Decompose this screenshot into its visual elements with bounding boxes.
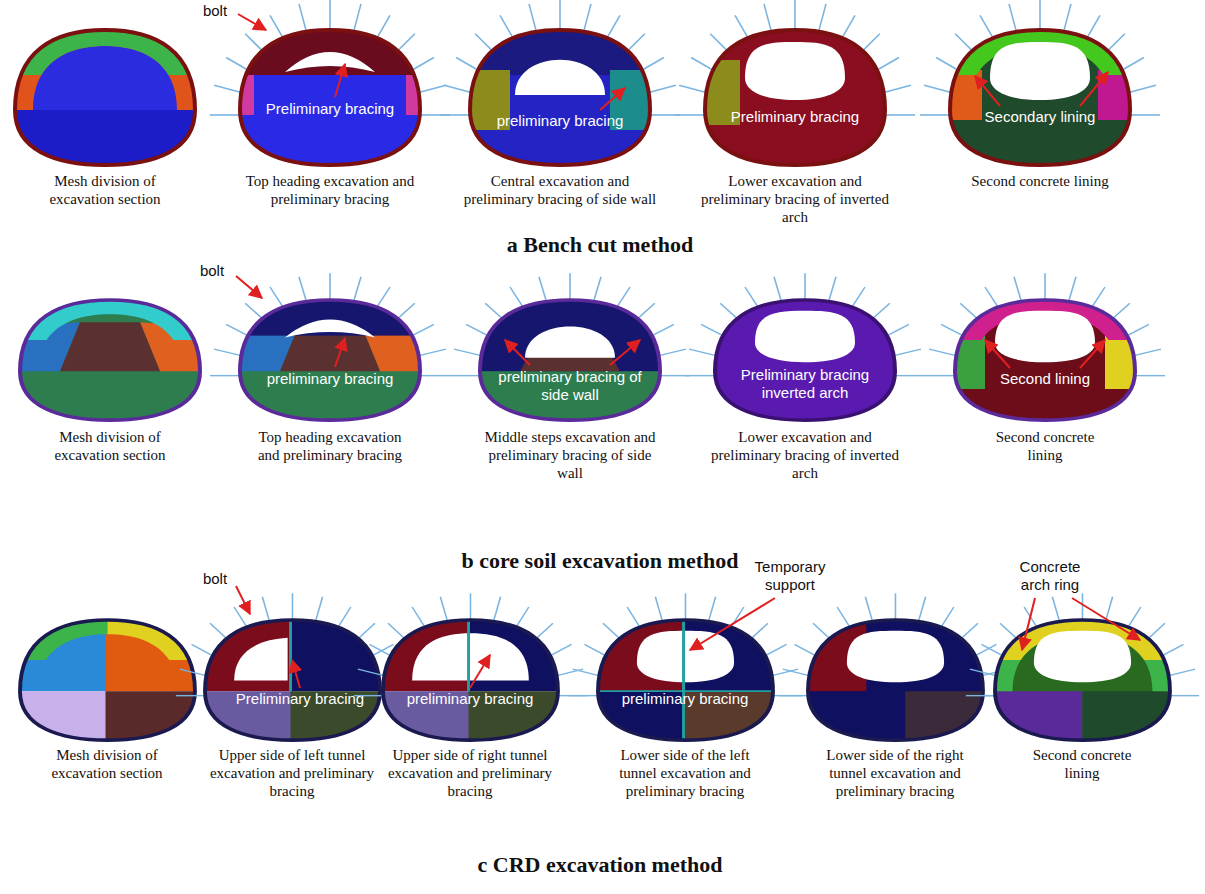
- callout-label: bolt: [185, 2, 245, 20]
- panel-caption: Second concrete lining: [1022, 746, 1142, 782]
- tunnel-panel: [675, 0, 915, 170]
- callout-label: bolt: [185, 570, 245, 588]
- tunnel-panel: [925, 273, 1165, 424]
- tunnel-panel: [440, 0, 680, 170]
- section-title: c CRD excavation method: [400, 852, 800, 878]
- panel-caption: Mesh division of excavation section: [32, 746, 182, 782]
- panel-caption: Lower excavation and preliminary bracing…: [700, 172, 890, 226]
- callout-label: preliminary bracing of side wall: [498, 368, 643, 404]
- callout-label: Second lining: [955, 370, 1135, 388]
- tunnel-panel: [685, 273, 925, 424]
- tunnel-panel: [15, 30, 195, 170]
- callout-label: preliminary bracing: [240, 370, 420, 388]
- callout-label: Concrete arch ring: [1005, 558, 1095, 594]
- tunnel-panel: [176, 593, 409, 744]
- panel-caption: Lower side of the left tunnel excavation…: [615, 746, 755, 800]
- callout-label: Preliminary bracing inverted arch: [733, 366, 878, 402]
- panel-caption: Upper side of right tunnel excavation an…: [385, 746, 555, 800]
- callout-label: Preliminary bracing: [215, 690, 385, 708]
- panel-caption: Mesh division of excavation section: [30, 172, 180, 208]
- tunnel-panel: [20, 300, 200, 425]
- leader-arrows: [236, 14, 1140, 688]
- tunnel-panel: [569, 593, 802, 744]
- panel-caption: Second concrete lining: [970, 172, 1110, 190]
- callout-label: Secondary lining: [950, 108, 1130, 126]
- tunnel-panel: [450, 273, 690, 424]
- callout-label: preliminary bracing: [600, 690, 770, 708]
- panel-caption: Top heading excavation and preliminary b…: [225, 172, 435, 208]
- panel-caption: Mesh division of excavation section: [35, 428, 185, 464]
- tunnel-panel: [20, 620, 195, 745]
- tunnel-panel: [210, 273, 450, 424]
- panel-caption: Second concrete lining: [985, 428, 1105, 464]
- section-title: a Bench cut method: [400, 232, 800, 258]
- callout-label: preliminary bracing: [470, 112, 650, 130]
- panel-caption: Middle steps excavation and preliminary …: [483, 428, 658, 482]
- tunnel-panel: [966, 593, 1199, 744]
- callout-label: Preliminary bracing: [705, 108, 885, 126]
- tunnel-panel: [210, 0, 450, 170]
- tunnel-panel: [779, 593, 1012, 744]
- callout-label: Preliminary bracing: [240, 100, 420, 118]
- panel-caption: Upper side of left tunnel excavation and…: [202, 746, 382, 800]
- callout-label: Temporary support: [735, 558, 845, 594]
- panel-caption: Top heading excavation and preliminary b…: [255, 428, 405, 464]
- panel-caption: Lower excavation and preliminary bracing…: [710, 428, 900, 482]
- callout-label: bolt: [182, 262, 242, 280]
- panel-caption: Lower side of the right tunnel excavatio…: [825, 746, 965, 800]
- tunnel-panel: [920, 0, 1160, 170]
- tunnel-panel: [354, 593, 587, 744]
- callout-label: preliminary bracing: [385, 690, 555, 708]
- panel-caption: Central excavation and preliminary braci…: [458, 172, 663, 208]
